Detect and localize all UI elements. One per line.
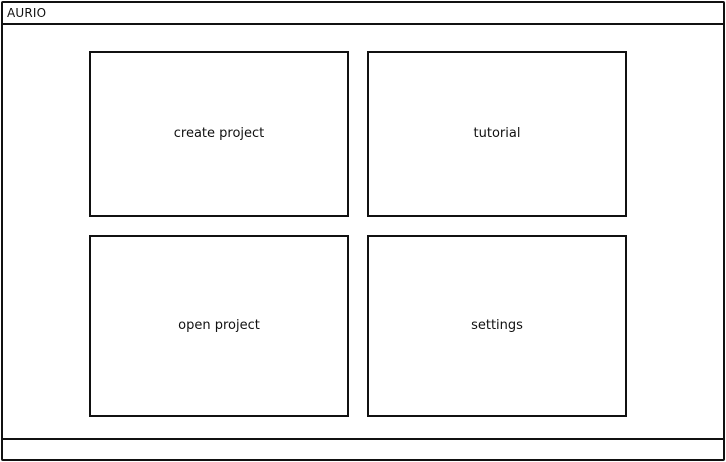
create-project-label: create project (173, 126, 265, 141)
settings-label: settings (471, 318, 523, 333)
open-project-button[interactable]: open project (89, 235, 349, 417)
title-bar: AURIO (3, 3, 723, 25)
tutorial-label: tutorial (473, 126, 521, 141)
app-title: AURIO (7, 6, 47, 20)
open-project-label: open project (178, 318, 260, 333)
settings-button[interactable]: settings (367, 235, 627, 417)
status-bar (3, 438, 723, 459)
tutorial-button[interactable]: tutorial (367, 51, 627, 217)
create-project-button[interactable]: create project (89, 51, 349, 217)
